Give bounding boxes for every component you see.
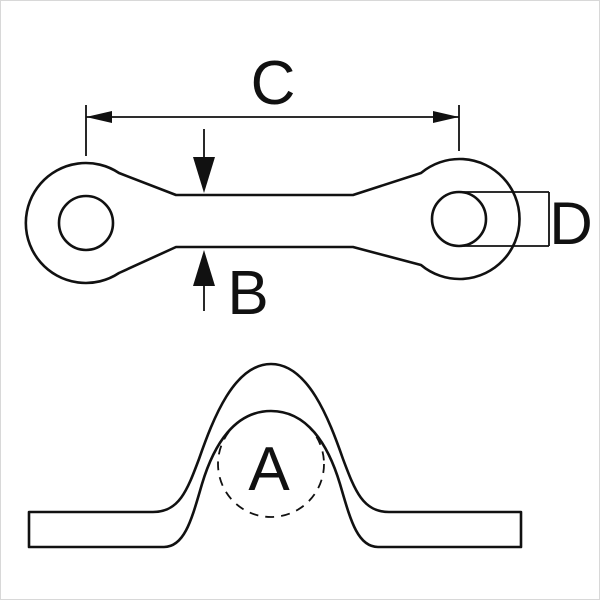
dim-a-label: A xyxy=(248,435,290,504)
rod-cross-section-dashed-circle xyxy=(217,410,325,518)
dim-b-lower-arrow-icon xyxy=(193,250,215,286)
left-hole xyxy=(57,194,115,252)
right-hole xyxy=(430,190,488,248)
side-view: A xyxy=(27,362,523,549)
eye-strap-side-outline xyxy=(27,362,523,549)
dim-c-arrow-left-icon xyxy=(86,111,112,123)
dimension-b: B xyxy=(193,129,269,328)
eye-strap-top-outline xyxy=(24,157,521,285)
dim-c-arrow-right-icon xyxy=(433,111,459,123)
dimension-c: C xyxy=(85,49,460,156)
dim-b-label: B xyxy=(227,259,268,328)
dim-b-upper-arrow-icon xyxy=(193,157,215,193)
dim-c-label: C xyxy=(251,49,296,118)
dim-d-label: D xyxy=(549,190,592,257)
dimension-d: D xyxy=(457,190,593,257)
top-view: C B D xyxy=(24,49,593,328)
